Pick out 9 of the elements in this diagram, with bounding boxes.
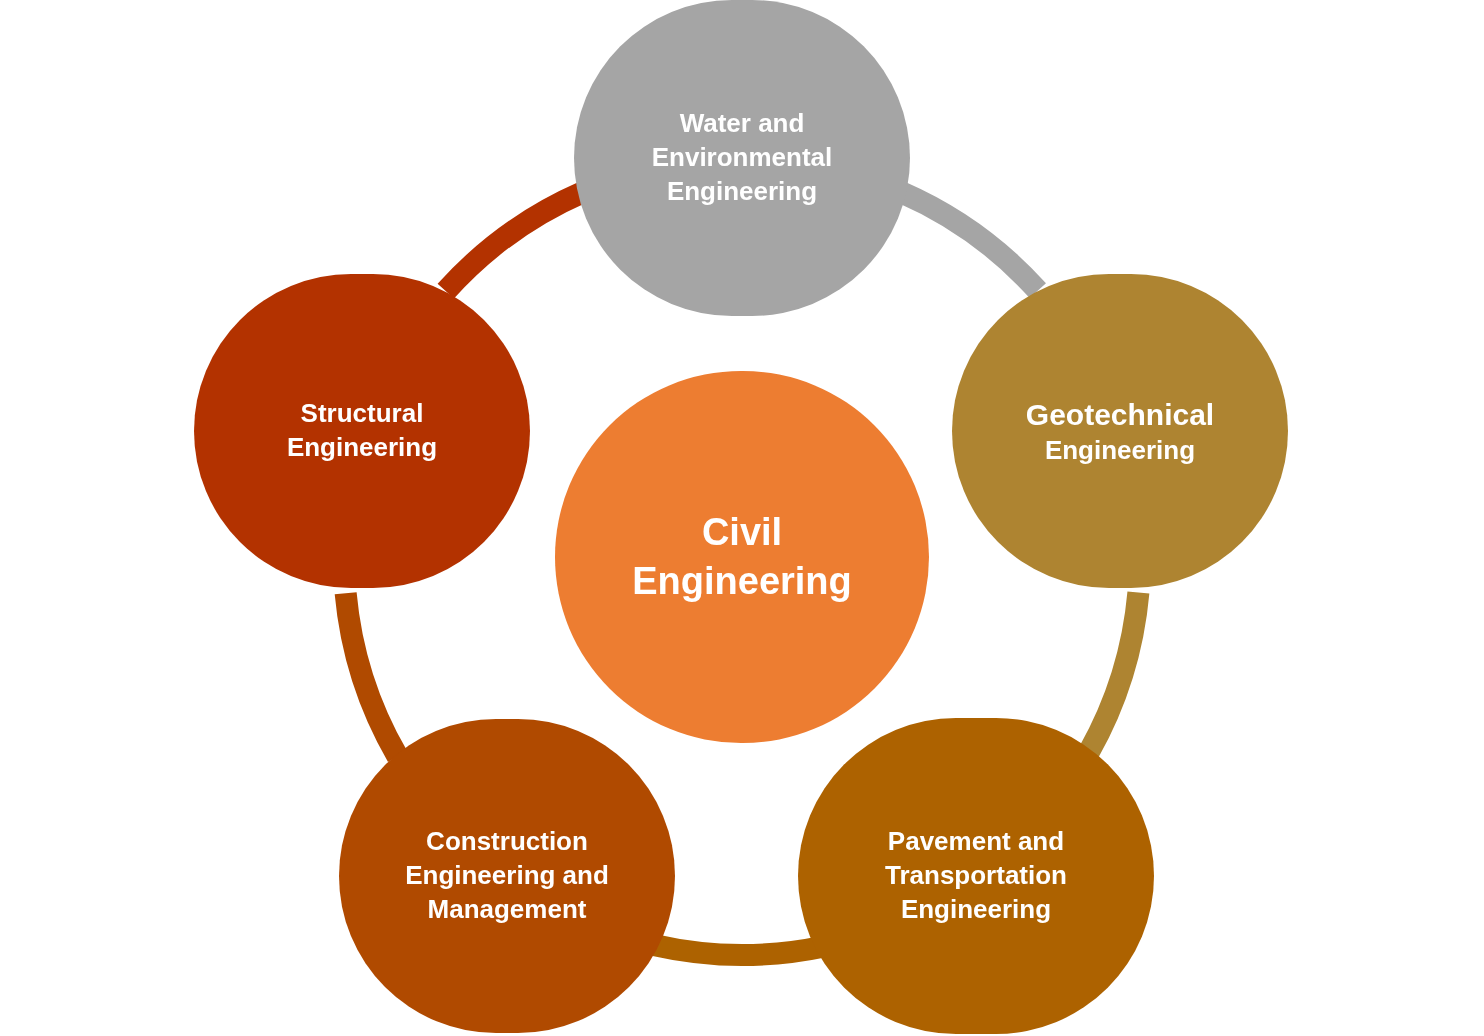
ring-connector <box>334 591 408 762</box>
topic-label: Water and Environmental Engineering <box>650 107 834 208</box>
topic-label: Engineering <box>1044 433 1196 467</box>
topic-label: Geotechnical <box>1025 396 1215 433</box>
topic-label: Structural Engineering <box>285 397 439 464</box>
topic-label: Civil Engineering <box>631 509 853 604</box>
ring-connector <box>1079 591 1150 758</box>
topic-label: Pavement and Transportation Engineering <box>884 825 1068 926</box>
topic-label: Construction Engineering and Management <box>404 825 610 926</box>
